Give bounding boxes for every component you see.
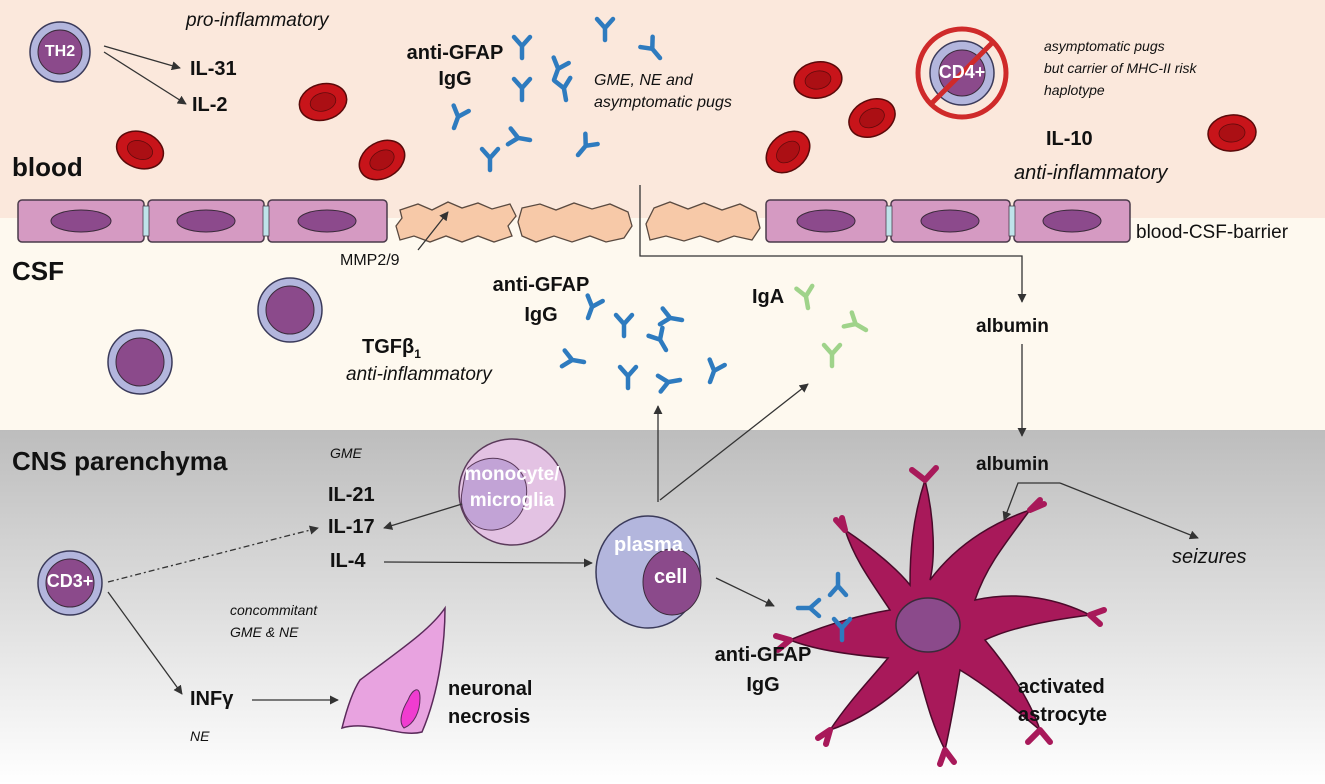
label-concomitant-line2: GME & NE — [230, 624, 299, 640]
label-gme-ne-line2: asymptomatic pugs — [594, 94, 732, 111]
arrow-th2-il31 — [103, 45, 181, 71]
label-cd3: CD3+ — [46, 571, 94, 591]
arrow-albumin-seizures — [1059, 482, 1199, 540]
label-anti-gfap-blood-line1: anti-GFAP — [406, 42, 504, 64]
endothelial-cell — [1013, 199, 1131, 243]
activated-astrocyte — [773, 465, 1107, 767]
label-anti-gfap-blood-line2: IgG — [438, 68, 472, 90]
label-pro-inflammatory: pro-inflammatory — [186, 10, 329, 31]
endothelial-cell — [890, 199, 1011, 243]
label-tgf-beta: TGFβ1 — [362, 336, 421, 361]
label-th2: TH2 — [44, 43, 76, 60]
label-albumin-parenchyma: albumin — [976, 454, 1049, 475]
degraded-endothelial-cell — [645, 201, 761, 243]
label-asymptomatic-line1: asymptomatic pugs — [1044, 38, 1165, 54]
label-iga: IgA — [752, 286, 785, 308]
monocyte-microglia-cell — [458, 438, 566, 546]
label-asymptomatic-line3: haplotype — [1044, 82, 1105, 98]
label-anti-gfap-csf-line2: IgG — [524, 304, 558, 326]
arrow-il4-plasma — [383, 558, 593, 568]
label-il10: IL-10 — [1046, 128, 1093, 150]
label-infg: INFγ — [190, 688, 234, 710]
label-asymptomatic-line2: but carrier of MHC-II risk — [1044, 60, 1197, 76]
label-concomitant-line1: concommitant — [230, 602, 318, 618]
label-cd4: CD4+ — [938, 62, 986, 82]
endothelial-cell — [267, 199, 388, 243]
label-anti-gfap-parenchyma-line1: anti-GFAP — [714, 644, 812, 666]
label-anti-gfap-csf-line1: anti-GFAP — [492, 274, 590, 296]
label-astrocyte: astrocyte — [1018, 704, 1107, 726]
necrotic-neuron — [340, 605, 446, 734]
arrow-barrier-albumin — [639, 185, 1027, 303]
lymphocyte — [107, 329, 173, 395]
label-il10-anti-inflammatory: anti-inflammatory — [1014, 162, 1168, 184]
label-il31: IL-31 — [190, 58, 237, 80]
label-blood-csf-barrier: blood-CSF-barrier — [1136, 222, 1289, 243]
label-monocyte-line1: monocyte/ — [464, 464, 560, 485]
label-necrosis: necrosis — [448, 706, 531, 728]
label-neuronal: neuronal — [448, 678, 533, 700]
label-seizures: seizures — [1172, 546, 1247, 568]
lymphocyte — [257, 277, 323, 343]
arrow-microglia-il17 — [383, 503, 463, 530]
arrow-plasma-astrocyte — [715, 577, 775, 607]
arrows — [103, 45, 1199, 705]
label-anti-gfap-parenchyma-line2: IgG — [746, 674, 780, 696]
blood-region — [0, 0, 1325, 218]
label-csf: CSF — [12, 256, 64, 286]
arrow-plasma-iga — [659, 383, 809, 501]
arrow-mmp — [417, 211, 449, 251]
label-gme-ne-line1: GME, NE and — [594, 72, 693, 89]
cd3-cell — [37, 550, 103, 616]
label-il17: IL-17 — [328, 516, 375, 538]
label-cns-parenchyma: CNS parenchyma — [12, 446, 228, 476]
arrow-th2-il2 — [103, 51, 187, 105]
th2-cell — [29, 21, 91, 83]
degraded-endothelial-cell — [395, 201, 517, 243]
label-il4: IL-4 — [330, 550, 366, 572]
arrow-cd3-il17 — [107, 525, 319, 583]
label-monocyte-line2: microglia — [469, 490, 555, 511]
prohibition-sign — [915, 26, 1009, 120]
endothelial-cell — [765, 199, 888, 243]
label-albumin-csf: albumin — [976, 316, 1049, 337]
label-tgf-anti-inflammatory: anti-inflammatory — [346, 364, 492, 385]
label-cell: cell — [654, 566, 688, 588]
endothelial-cell — [17, 199, 145, 243]
label-mmp2-9: MMP2/9 — [340, 252, 400, 269]
degraded-endothelial-cell — [517, 202, 633, 243]
arrow-albumin-split — [1002, 482, 1060, 521]
label-plasma: plasma — [614, 534, 683, 556]
endothelial-cell — [147, 199, 265, 243]
arrow-cd3-infg — [107, 591, 183, 695]
label-gme: GME — [330, 445, 362, 461]
label-ne: NE — [190, 728, 210, 744]
label-activated: activated — [1018, 676, 1105, 698]
plasma-cell — [595, 515, 702, 629]
label-il21: IL-21 — [328, 484, 375, 506]
label-blood: blood — [12, 152, 83, 182]
label-il2: IL-2 — [192, 94, 228, 116]
